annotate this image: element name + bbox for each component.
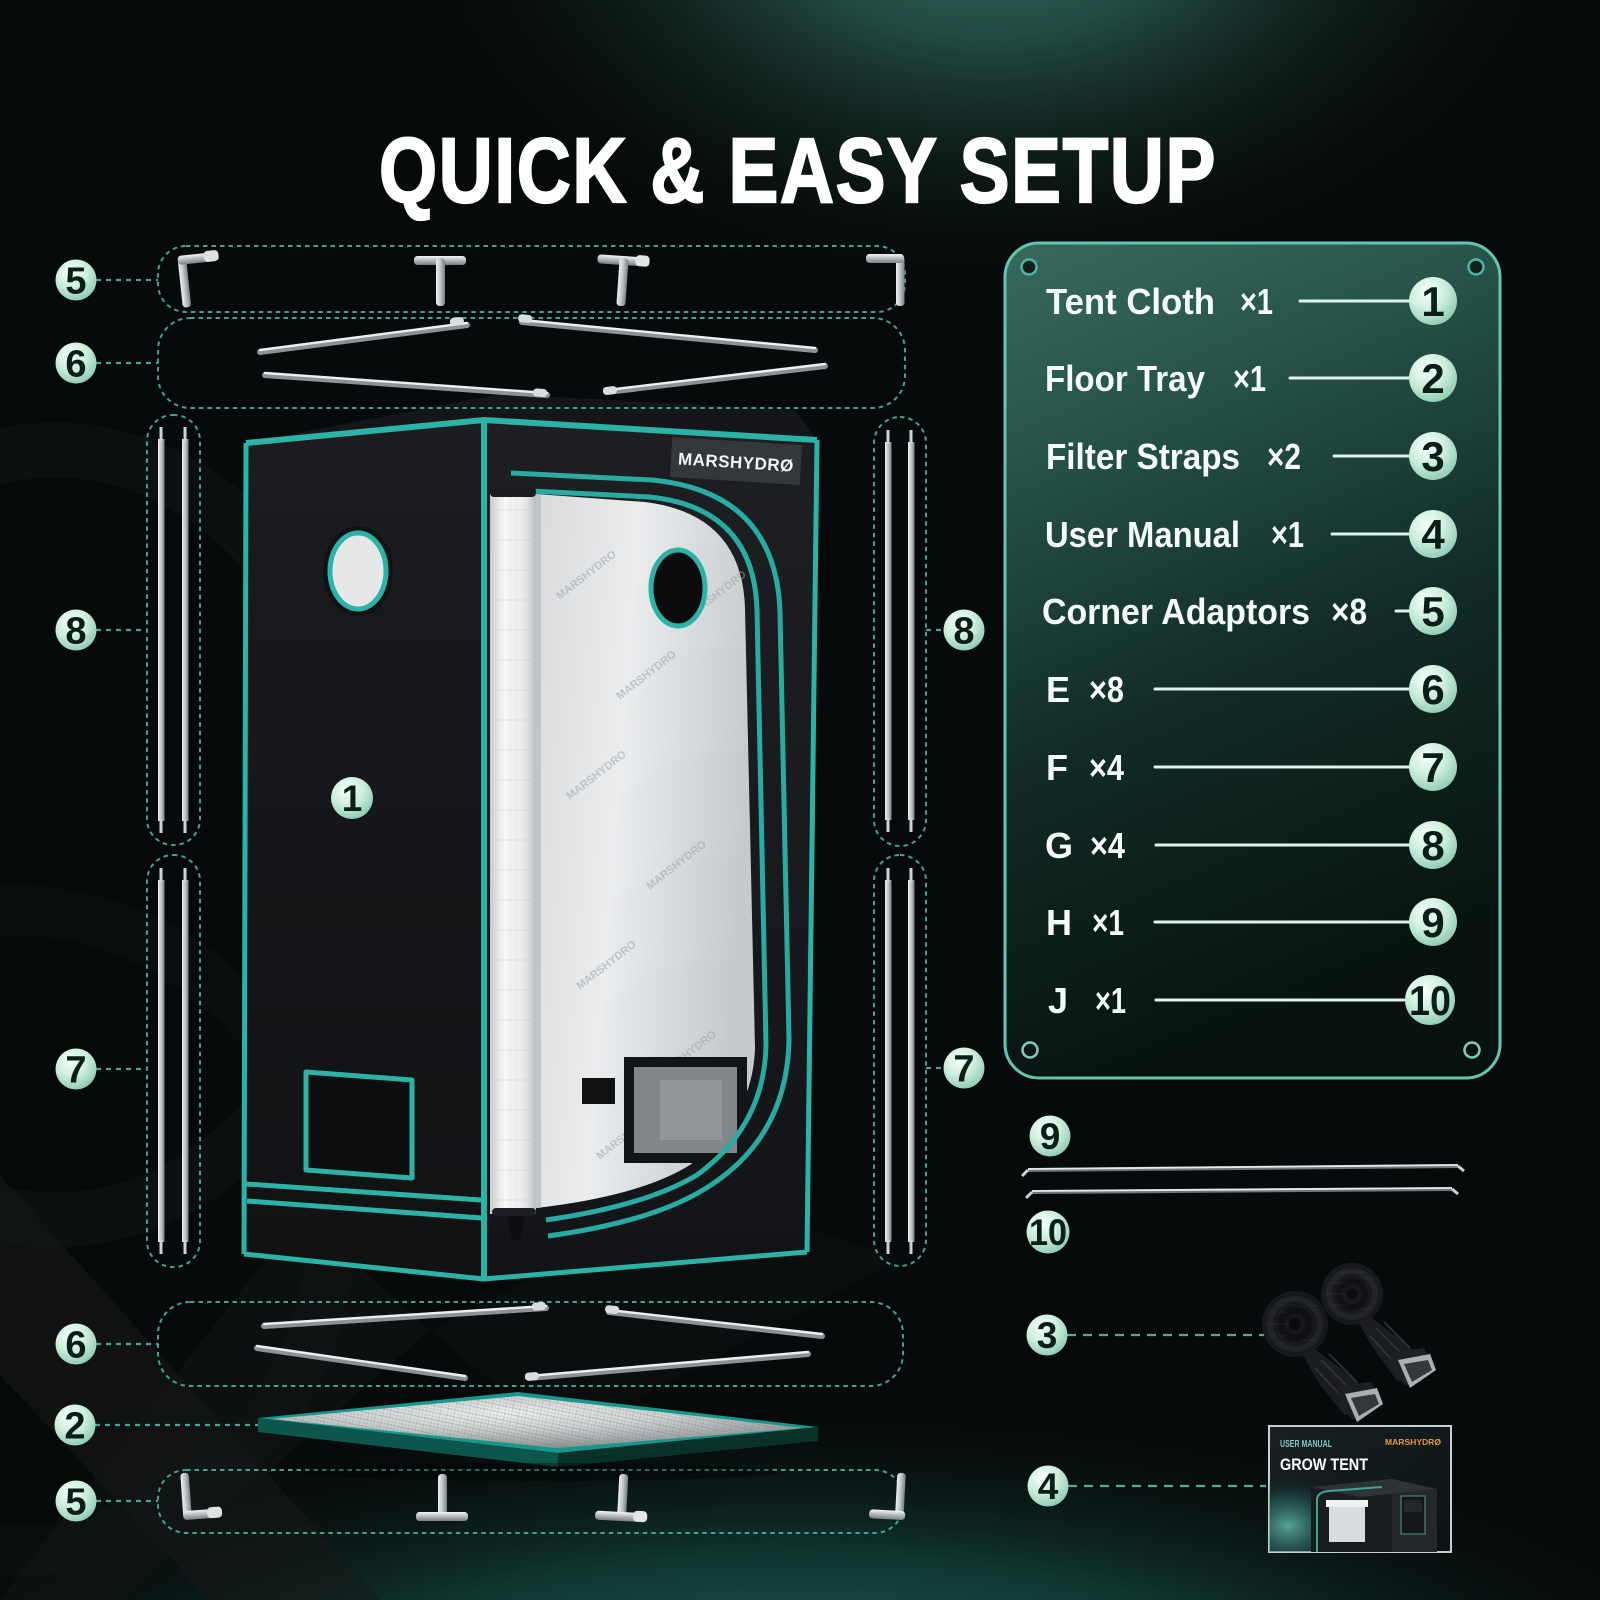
svg-text:4: 4 [1038,1466,1059,1507]
svg-text:8: 8 [65,611,86,653]
svg-text:6: 6 [1421,666,1444,713]
svg-text:USER MANUAL: USER MANUAL [1280,1439,1332,1450]
svg-text:E: E [1046,669,1070,710]
svg-text:GROW TENT: GROW TENT [1280,1455,1369,1474]
svg-text:10: 10 [1029,1212,1067,1253]
svg-text:6: 6 [65,1325,86,1367]
svg-text:1: 1 [1421,278,1444,325]
svg-text:5: 5 [65,261,86,303]
svg-text:Filter Straps: Filter Straps [1046,436,1240,477]
svg-text:7: 7 [65,1050,86,1092]
svg-text:8: 8 [953,611,974,653]
svg-text:Floor Tray: Floor Tray [1045,358,1205,399]
svg-text:×2: ×2 [1267,436,1301,477]
svg-text:7: 7 [953,1049,974,1091]
svg-text:F: F [1046,747,1068,788]
svg-text:H: H [1046,902,1072,943]
svg-text:User Manual: User Manual [1045,514,1240,555]
svg-text:Tent Cloth: Tent Cloth [1046,281,1215,322]
svg-text:Corner Adaptors: Corner Adaptors [1042,591,1310,632]
svg-text:MARSHYDRØ: MARSHYDRØ [1385,1437,1441,1447]
svg-text:5: 5 [1421,588,1444,635]
svg-text:J: J [1048,980,1068,1021]
svg-text:×1: ×1 [1233,358,1266,399]
svg-text:4: 4 [1421,511,1445,558]
svg-text:3: 3 [1421,433,1444,480]
svg-text:3: 3 [1037,1315,1058,1356]
svg-text:QUICK & EASY SETUP: QUICK & EASY SETUP [379,120,1217,222]
svg-text:8: 8 [1421,822,1444,869]
svg-text:5: 5 [65,1482,86,1524]
svg-text:1: 1 [342,778,363,819]
svg-text:2: 2 [1421,355,1444,402]
svg-text:6: 6 [65,344,86,386]
svg-text:×1: ×1 [1095,980,1126,1021]
svg-text:×1: ×1 [1271,514,1304,555]
svg-text:×4: ×4 [1090,825,1125,866]
svg-text:7: 7 [1421,744,1444,791]
svg-text:9: 9 [1040,1116,1061,1157]
svg-text:×8: ×8 [1089,669,1124,710]
svg-text:10: 10 [1409,977,1451,1024]
svg-text:G: G [1045,825,1073,866]
svg-text:×8: ×8 [1331,591,1367,632]
svg-text:2: 2 [64,1406,85,1448]
svg-text:×1: ×1 [1240,281,1273,322]
svg-text:9: 9 [1421,899,1444,946]
svg-text:×4: ×4 [1089,747,1124,788]
svg-text:×1: ×1 [1092,902,1124,943]
